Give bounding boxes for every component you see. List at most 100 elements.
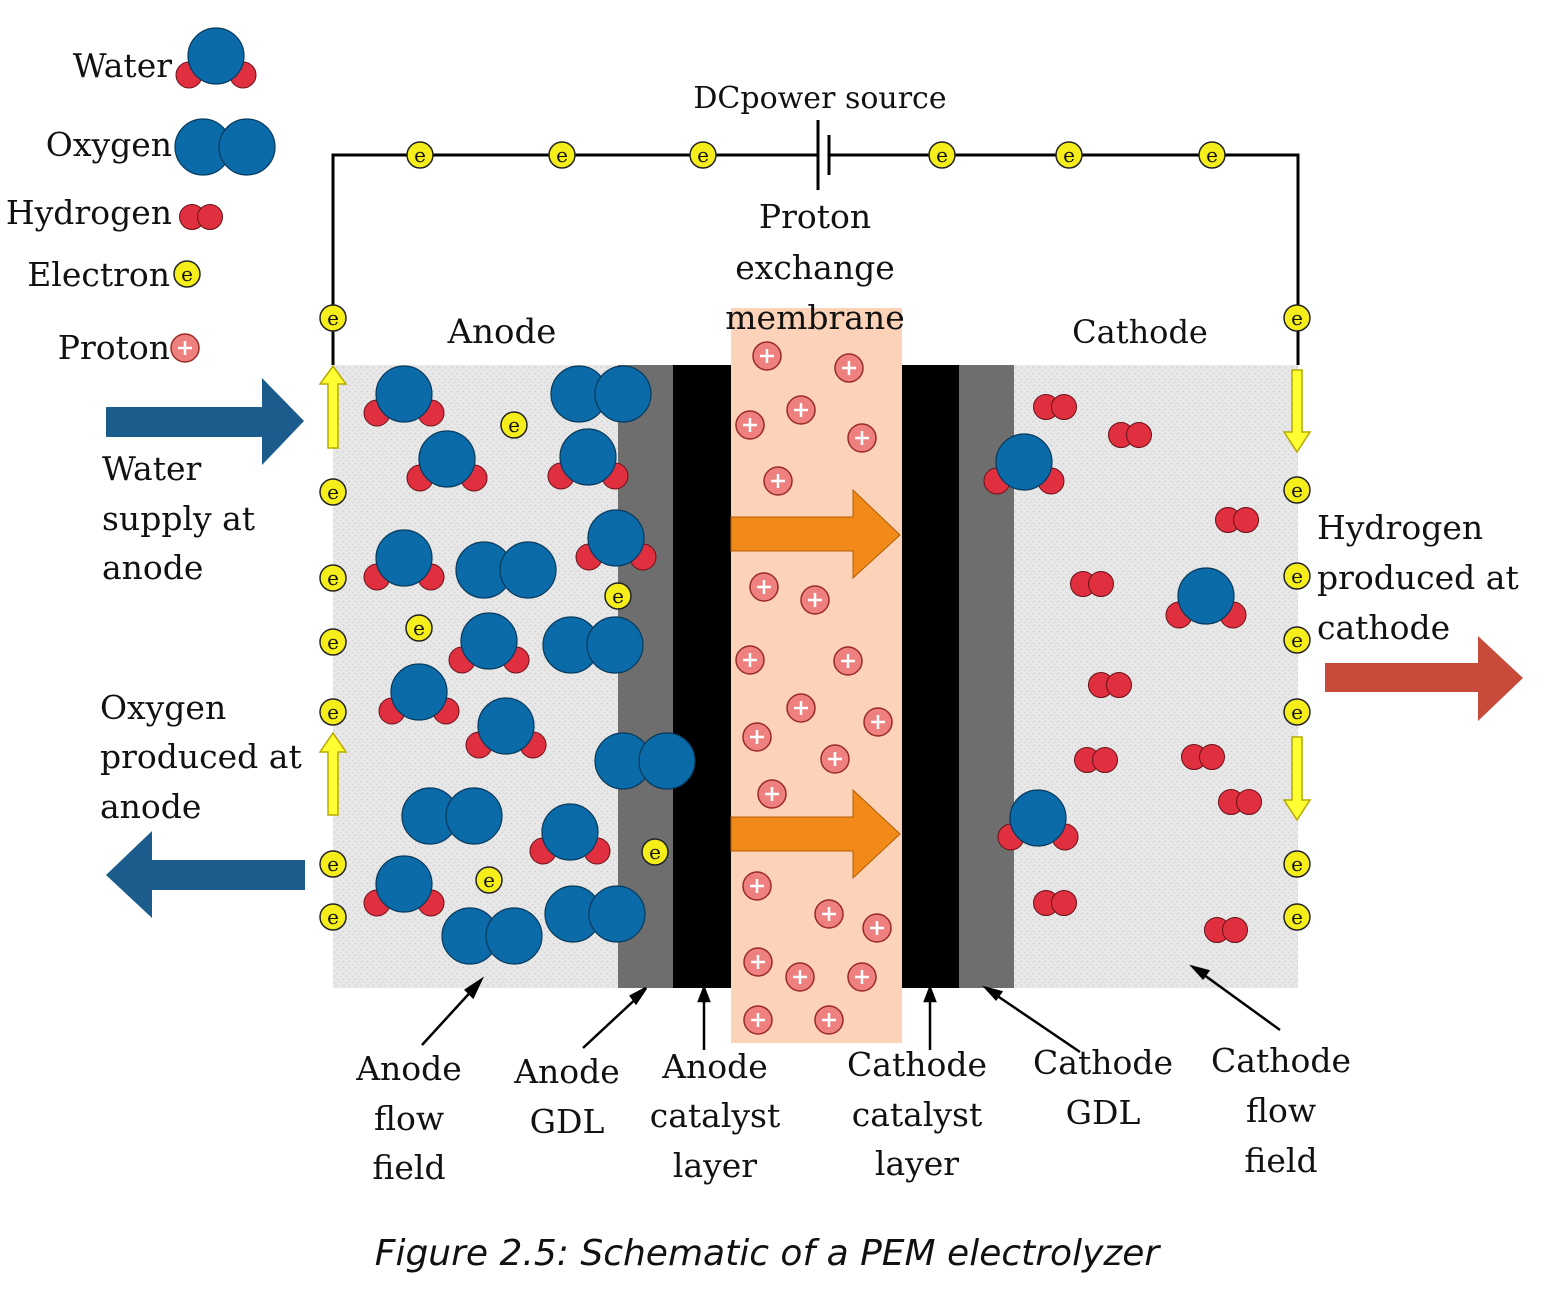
electron: e xyxy=(319,564,347,592)
electron: e xyxy=(1283,850,1311,878)
svg-text:e: e xyxy=(181,262,193,286)
electron: e xyxy=(319,628,347,656)
svg-text:e: e xyxy=(556,143,568,167)
svg-text:e: e xyxy=(413,616,425,640)
legend-oxygen-label: Oxygen xyxy=(46,125,172,164)
svg-text:e: e xyxy=(1206,143,1218,167)
hydrogen-molecule xyxy=(1108,422,1152,448)
electron: e xyxy=(319,478,347,506)
anode-gdl-label-line-2: GDL xyxy=(530,1102,605,1141)
water-molecule xyxy=(378,663,460,725)
svg-text:e: e xyxy=(649,840,661,864)
electron: e xyxy=(548,141,576,169)
cathode-gdl-label-line-1: Cathode xyxy=(1033,1043,1173,1082)
electron: e xyxy=(604,582,632,610)
oxygen-molecule xyxy=(594,732,696,790)
svg-text:e: e xyxy=(1291,306,1303,330)
water-molecule xyxy=(363,855,445,917)
proton xyxy=(833,646,863,676)
anode-catalyst-label-line-3: layer xyxy=(673,1146,757,1185)
water-molecule xyxy=(448,612,530,674)
proton xyxy=(847,962,877,992)
hydrogen-out-label-line-3: cathode xyxy=(1317,608,1450,647)
proton xyxy=(814,1005,844,1035)
anode-label: Anode xyxy=(447,312,557,352)
anode-flow-field-label-line-2: flow xyxy=(374,1099,444,1138)
svg-text:e: e xyxy=(1291,564,1303,588)
proton xyxy=(786,395,816,425)
electron-flow-arrow-down xyxy=(1282,736,1312,822)
anode-gdl xyxy=(618,365,673,988)
electron: e xyxy=(689,141,717,169)
membrane-label-line-2: exchange xyxy=(735,248,894,287)
hydrogen-molecule xyxy=(1181,744,1225,770)
hydrogen-molecule xyxy=(1204,917,1248,943)
water-molecule xyxy=(575,509,657,571)
oxygen-out-label-line-2: produced at xyxy=(100,737,302,776)
oxygen-molecule xyxy=(455,541,557,599)
dc-power-source-label: DCpower source xyxy=(693,81,946,116)
electron: e xyxy=(319,698,347,726)
hydrogen-molecule xyxy=(1215,507,1259,533)
svg-text:e: e xyxy=(1291,700,1303,724)
figure-caption: Figure 2.5: Schematic of a PEM electroly… xyxy=(375,1233,1162,1274)
water-molecule xyxy=(529,803,611,865)
hydrogen-molecule xyxy=(1070,571,1114,597)
water-supply-label-line-2: supply at xyxy=(102,499,255,538)
anode-catalyst-label-line-1: Anode xyxy=(661,1047,768,1086)
cathode-flow-field xyxy=(1014,365,1298,988)
proton-transport-arrows xyxy=(730,488,901,880)
oxygen-molecule xyxy=(544,885,646,943)
oxygen-molecule xyxy=(441,907,543,965)
dc-power-source-symbol xyxy=(816,120,831,190)
electron-flow-arrow-down xyxy=(1282,369,1312,454)
water-molecule xyxy=(175,27,257,89)
cathode-catalyst-label-line-3: layer xyxy=(875,1144,959,1183)
electron: e xyxy=(1283,476,1311,504)
hydrogen-molecule xyxy=(1074,747,1118,773)
electron: e xyxy=(1283,304,1311,332)
anode-flow-field-label-line-1: Anode xyxy=(355,1049,462,1088)
oxygen-out-label-line-1: Oxygen xyxy=(100,688,226,727)
proton xyxy=(749,572,779,602)
svg-text:e: e xyxy=(327,630,339,654)
electron: e xyxy=(319,850,347,878)
svg-text:e: e xyxy=(1063,143,1075,167)
hydrogen-molecule xyxy=(1088,672,1132,698)
cathode-flow-field-label-line-3: field xyxy=(1244,1141,1317,1180)
svg-text:e: e xyxy=(327,700,339,724)
proton xyxy=(735,410,765,440)
layer-callout-arrows xyxy=(421,964,1281,1054)
proton xyxy=(863,707,893,737)
electron-flow-arrows xyxy=(318,364,1312,822)
svg-text:e: e xyxy=(1291,628,1303,652)
hydrogen-molecule xyxy=(1033,890,1077,916)
electron: e xyxy=(928,141,956,169)
cathode-catalyst-label-line-2: catalyst xyxy=(852,1095,983,1134)
electron: e xyxy=(405,614,433,642)
hydrogen-out-label-line-1: Hydrogen xyxy=(1317,508,1483,547)
anode-flow-field-label-line-3: field xyxy=(372,1148,445,1187)
water-supply-label-line-3: anode xyxy=(102,548,203,587)
electron: e xyxy=(173,260,201,288)
proton xyxy=(834,353,864,383)
svg-text:e: e xyxy=(327,306,339,330)
electron: e xyxy=(1198,141,1226,169)
water-molecule xyxy=(547,428,629,490)
proton-arrow xyxy=(730,488,901,580)
cathode-catalyst-layer xyxy=(902,365,959,988)
electron: e xyxy=(1283,626,1311,654)
hydrogen-out-label-line-2: produced at xyxy=(1317,558,1519,597)
svg-text:e: e xyxy=(327,852,339,876)
svg-text:e: e xyxy=(508,413,520,437)
water-molecule xyxy=(363,365,445,427)
cathode-catalyst-label-line-1: Cathode xyxy=(847,1045,987,1084)
svg-text:e: e xyxy=(483,868,495,892)
hydrogen-molecule xyxy=(1218,789,1262,815)
electron-flow-arrow-up xyxy=(318,731,348,816)
proton xyxy=(847,423,877,453)
water-molecule xyxy=(997,789,1079,851)
electron: e xyxy=(1283,903,1311,931)
proton xyxy=(735,645,765,675)
electron: e xyxy=(406,141,434,169)
